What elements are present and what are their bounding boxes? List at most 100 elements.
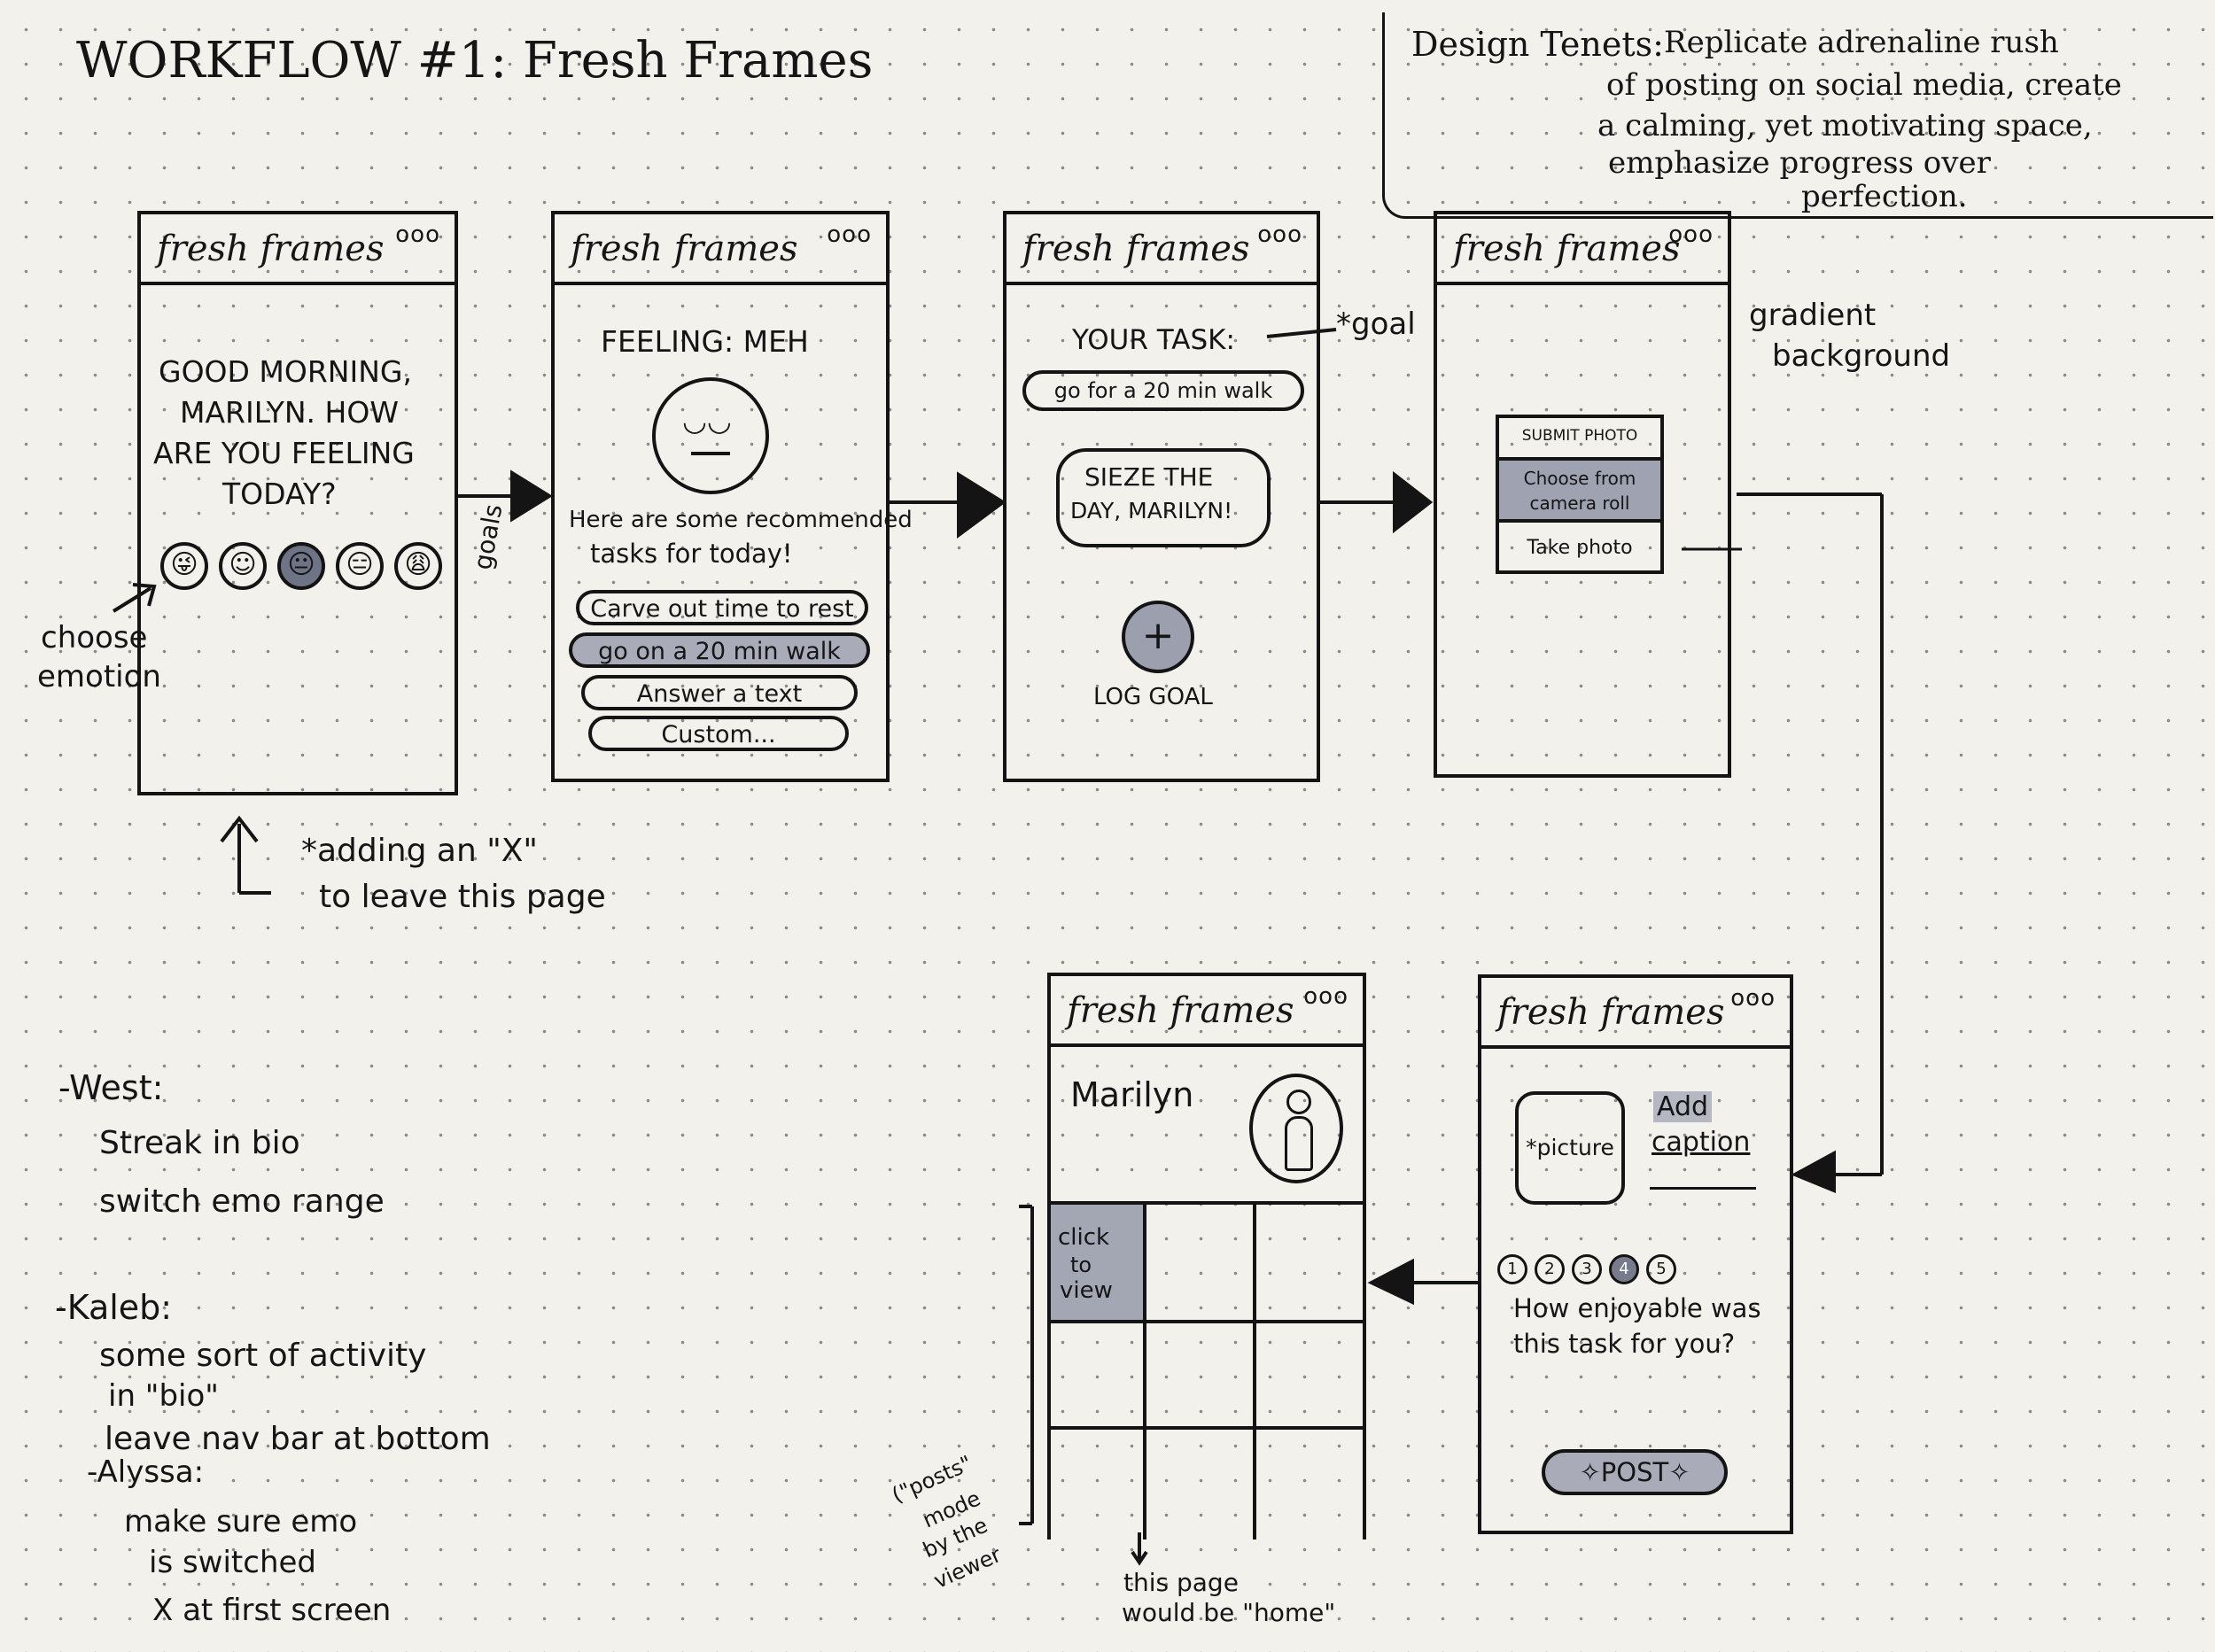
post-grid-cell-8[interactable] <box>1146 1430 1256 1540</box>
task-option-custom[interactable]: Custom... <box>588 716 849 751</box>
rating-1-option[interactable]: 1 <box>1497 1254 1527 1284</box>
emotion-stressed-icon[interactable]: 😩 <box>394 542 442 590</box>
choose-from-camera-roll-option[interactable]: Choose from camera roll <box>1499 461 1660 523</box>
feedback-kaleb-label: -Kaleb: <box>55 1288 173 1327</box>
adding-x-note-line-1: *adding an "X" <box>301 833 538 869</box>
feedback-kaleb-item-1: some sort of activity <box>99 1338 427 1374</box>
avatar-head <box>1286 1090 1311 1114</box>
screen-goal: fresh frames ooo YOUR TASK: go for a 20 … <box>1003 211 1320 782</box>
feedback-alyssa-item-3: X at first screen <box>152 1593 392 1628</box>
rating-2-option[interactable]: 2 <box>1535 1254 1565 1284</box>
face-eyes: ◡◡ <box>682 404 732 438</box>
page-title: WORKFLOW #1: Fresh Frames <box>76 32 874 89</box>
post-grid-cell-5[interactable] <box>1146 1323 1256 1430</box>
post-grid-cell-7[interactable] <box>1051 1430 1146 1540</box>
feedback-alyssa-label: -Alyssa: <box>87 1454 205 1490</box>
choose-emotion-note-line-2: emotion <box>37 659 161 694</box>
log-goal-plus-icon[interactable]: + <box>1122 601 1194 673</box>
submit-photo-title: SUBMIT PHOTO <box>1499 418 1660 461</box>
emotion-meh-icon[interactable]: 😐 <box>277 542 325 590</box>
app-brand: fresh frames <box>1022 229 1250 269</box>
more-options-icon[interactable]: ooo <box>827 221 872 248</box>
task-option-rest[interactable]: Carve out time to rest <box>576 590 868 625</box>
meh-face-icon: ◡◡ <box>652 377 769 494</box>
app-brand: fresh frames <box>571 229 798 269</box>
click-to-view-line-3: view <box>1060 1277 1113 1304</box>
post-grid-cell-1[interactable]: click to view <box>1051 1205 1146 1323</box>
app-header: fresh frames ooo <box>555 214 886 285</box>
log-goal-label[interactable]: LOG GOAL <box>1093 684 1213 710</box>
gradient-background-note-line-2: background <box>1772 338 1951 374</box>
app-brand: fresh frames <box>1497 992 1725 1033</box>
screen-submit-photo: fresh frames ooo SUBMIT PHOTO Choose fro… <box>1434 211 1731 778</box>
avatar[interactable] <box>1249 1074 1343 1183</box>
cheer-line-1: SIEZE THE <box>1084 462 1214 492</box>
design-tenets-line-2: of posting on social media, create <box>1606 67 2122 103</box>
picture-placeholder[interactable]: *picture <box>1515 1091 1625 1205</box>
add-caption-line-1[interactable]: Add <box>1653 1091 1713 1122</box>
more-options-icon[interactable]: ooo <box>1730 985 1776 1012</box>
feedback-west-item-2: switch emo range <box>99 1183 385 1220</box>
design-tenets-line-1: Replicate adrenaline rush <box>1664 25 2059 60</box>
design-tenets-line-3: a calming, yet motivating space, <box>1597 108 2093 143</box>
rating-3-option[interactable]: 3 <box>1572 1254 1602 1284</box>
greeting-line-3: ARE YOU FEELING <box>153 436 415 470</box>
submit-photo-menu: SUBMIT PHOTO Choose from camera roll Tak… <box>1496 415 1664 574</box>
post-grid-cell-4[interactable] <box>1051 1323 1146 1430</box>
feedback-kaleb-item-3: leave nav bar at bottom <box>105 1421 491 1457</box>
app-header: fresh frames ooo <box>1481 978 1790 1049</box>
app-header: fresh frames ooo <box>141 214 455 285</box>
feedback-west-label: -West: <box>58 1068 164 1107</box>
post-grid-cell-3[interactable] <box>1256 1205 1366 1323</box>
feedback-west-item-1: Streak in bio <box>99 1125 300 1161</box>
rating-question-line-2: this task for you? <box>1513 1329 1736 1359</box>
caption-underline <box>1650 1187 1756 1190</box>
app-brand: fresh frames <box>1067 990 1294 1031</box>
app-brand: fresh frames <box>157 229 385 269</box>
design-tenets-label: Design Tenets: <box>1411 25 1664 64</box>
rating-5-option[interactable]: 5 <box>1646 1254 1676 1284</box>
adding-x-note-line-2: to leave this page <box>319 879 606 915</box>
rating-question-line-1: How enjoyable was <box>1513 1293 1761 1323</box>
add-caption-line-2[interactable]: caption <box>1652 1127 1751 1158</box>
screen-home-profile: fresh frames ooo Marilyn click to view <box>1047 973 1366 1540</box>
home-note-line-2: would be "home" <box>1122 1598 1336 1627</box>
feedback-alyssa-item-1: make sure emo <box>124 1504 358 1540</box>
more-options-icon[interactable]: ooo <box>1257 221 1302 248</box>
design-tenets-line-4: emphasize progress over <box>1608 145 1991 181</box>
more-options-icon[interactable]: ooo <box>1668 221 1714 248</box>
task-option-text[interactable]: Answer a text <box>581 675 858 710</box>
take-photo-option[interactable]: Take photo <box>1527 537 1633 559</box>
screen-greeting: fresh frames ooo GOOD MORNING, MARILYN. … <box>137 211 458 795</box>
emotion-happy-icon[interactable]: 😜 <box>160 542 208 590</box>
recommend-line-2: tasks for today! <box>590 539 793 569</box>
profile-divider <box>1051 1201 1363 1205</box>
post-button[interactable]: ✧POST✧ <box>1542 1449 1728 1495</box>
goal-value-pill: go for a 20 min walk <box>1022 370 1304 411</box>
app-brand: fresh frames <box>1453 229 1681 269</box>
post-grid-cell-2[interactable] <box>1146 1205 1256 1323</box>
cheer-bubble: SIEZE THE DAY, MARILYN! <box>1056 448 1271 547</box>
face-mouth <box>691 452 730 455</box>
post-grid-cell-6[interactable] <box>1256 1323 1366 1430</box>
app-header: fresh frames ooo <box>1006 214 1317 285</box>
task-option-walk[interactable]: go on a 20 min walk <box>569 632 870 668</box>
click-to-view-line-1: click <box>1058 1224 1110 1251</box>
emotion-content-icon[interactable]: ☺ <box>219 542 267 590</box>
recommend-line-1: Here are some recommended <box>569 507 913 533</box>
avatar-body <box>1285 1116 1313 1171</box>
emotion-tired-icon[interactable]: 😑 <box>336 542 384 590</box>
more-options-icon[interactable]: ooo <box>1303 983 1348 1010</box>
greeting-line-2: MARILYN. HOW <box>180 395 399 430</box>
more-options-icon[interactable]: ooo <box>395 221 440 248</box>
click-to-view-line-2: to <box>1070 1253 1092 1277</box>
screen-feeling: fresh frames ooo FEELING: MEH ◡◡ Here ar… <box>551 211 913 782</box>
choose-emotion-note-line-1: choose <box>41 620 148 655</box>
rating-4-option[interactable]: 4 <box>1609 1254 1639 1284</box>
feeling-label: FEELING: MEH <box>601 324 809 359</box>
profile-name: Marilyn <box>1070 1075 1194 1114</box>
design-tenets-line-5: perfection. <box>1801 179 1968 214</box>
gradient-background-note-line-1: gradient <box>1749 298 1877 333</box>
